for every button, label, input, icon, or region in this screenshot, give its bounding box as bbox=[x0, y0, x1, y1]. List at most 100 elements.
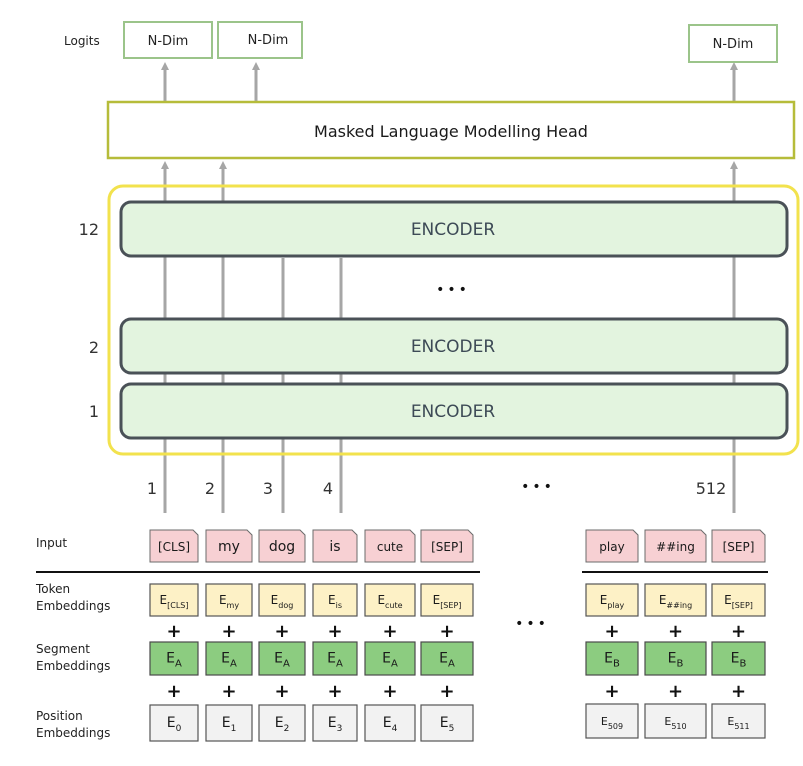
token-embedding-label: Eis bbox=[328, 593, 342, 610]
position-embedding-label: E4 bbox=[383, 715, 398, 734]
segment-embedding-base: E bbox=[166, 651, 175, 667]
segment-embedding-label: EB bbox=[668, 651, 684, 670]
plus-sign: + bbox=[166, 621, 181, 642]
position-embedding: E510 bbox=[644, 703, 707, 739]
input-token-label: [SEP] bbox=[723, 540, 755, 554]
segment-embedding: EA bbox=[258, 641, 306, 676]
token-embedding-subscript: cute bbox=[385, 601, 403, 610]
encoder-number: 1 bbox=[89, 402, 99, 421]
segment-embedding: EA bbox=[420, 641, 474, 676]
position-embedding: E4 bbox=[364, 704, 416, 742]
segment-embedding: EB bbox=[711, 641, 766, 676]
output-box: N-Dim bbox=[217, 21, 303, 59]
encoder-label: ENCODER bbox=[411, 402, 496, 422]
token-embedding-subscript: is bbox=[336, 601, 342, 610]
token-embedding-base: E bbox=[377, 593, 385, 607]
position-embedding: E0 bbox=[149, 704, 199, 742]
output-box: N-Dim bbox=[123, 21, 213, 59]
segment-embedding-subscript: A bbox=[175, 659, 182, 670]
segment-embedding-label: EA bbox=[382, 651, 398, 670]
segment-embedding-subscript: B bbox=[676, 659, 683, 670]
plus-sign: + bbox=[221, 681, 236, 702]
position-number: 3 bbox=[263, 479, 273, 498]
token-embedding-base: E bbox=[659, 593, 667, 607]
segment-embedding: EA bbox=[312, 641, 358, 676]
segment-embedding: EA bbox=[205, 641, 253, 676]
plus-sign: + bbox=[274, 621, 289, 642]
token-embedding-base: E bbox=[600, 593, 608, 607]
position-embedding-subscript: 511 bbox=[734, 722, 749, 731]
encoder-number: 2 bbox=[89, 338, 99, 357]
segment-embedding-base: E bbox=[221, 651, 230, 667]
position-number: 4 bbox=[323, 479, 333, 498]
row-label-position-line2: Embeddings bbox=[36, 726, 110, 740]
input-token: ##ing bbox=[644, 529, 707, 563]
token-embedding-base: E bbox=[271, 593, 279, 607]
segment-embedding-label: EB bbox=[731, 651, 747, 670]
segment-embedding: EB bbox=[585, 641, 639, 676]
logits-label: Logits bbox=[64, 34, 100, 48]
segment-embedding-subscript: A bbox=[391, 659, 398, 670]
position-embedding-base: E bbox=[275, 715, 284, 731]
segment-embedding: EA bbox=[149, 641, 199, 676]
input-token: [SEP] bbox=[711, 529, 766, 563]
token-embedding: Edog bbox=[258, 583, 306, 617]
position-embedding: E5 bbox=[420, 704, 474, 742]
position-embedding: E1 bbox=[205, 704, 253, 742]
position-embedding-base: E bbox=[664, 715, 671, 728]
output-label: N-Dim bbox=[713, 37, 754, 52]
position-embedding-label: E3 bbox=[328, 715, 343, 734]
position-embedding-base: E bbox=[601, 715, 608, 728]
encoder-ellipsis: ••• bbox=[436, 282, 470, 298]
embedding-ellipsis: ••• bbox=[515, 616, 549, 632]
encoder-label: ENCODER bbox=[411, 220, 496, 240]
position-embedding-label: E0 bbox=[167, 715, 182, 734]
position-embedding-base: E bbox=[167, 715, 176, 731]
segment-embedding-base: E bbox=[382, 651, 391, 667]
token-embedding-label: Edog bbox=[271, 593, 294, 610]
row-label-position-line1: Position bbox=[36, 709, 83, 723]
position-embedding-subscript: 1 bbox=[231, 724, 237, 734]
mlm-head-box: Masked Language Modelling Head bbox=[106, 100, 796, 160]
position-embedding-subscript: 510 bbox=[671, 722, 686, 731]
segment-embedding-base: E bbox=[668, 651, 677, 667]
row-label-token-line2: Embeddings bbox=[36, 599, 110, 613]
token-embedding-subscript: [SEP] bbox=[440, 601, 461, 610]
position-embedding-subscript: 0 bbox=[176, 724, 182, 734]
token-embedding-base: E bbox=[433, 593, 441, 607]
segment-embedding-subscript: A bbox=[336, 659, 343, 670]
token-embedding-base: E bbox=[328, 593, 336, 607]
position-embedding-base: E bbox=[383, 715, 392, 731]
encoder-layer-1: ENCODER bbox=[119, 382, 789, 440]
input-token: dog bbox=[258, 529, 306, 563]
position-embedding: E2 bbox=[258, 704, 306, 742]
plus-sign: + bbox=[221, 621, 236, 642]
input-token-label: dog bbox=[269, 539, 295, 555]
token-embedding-subscript: dog bbox=[278, 601, 293, 610]
token-embedding-base: E bbox=[724, 593, 732, 607]
row-label-segment-line1: Segment bbox=[36, 642, 90, 656]
position-embedding: E511 bbox=[711, 703, 766, 739]
segment-embedding-subscript: B bbox=[613, 659, 620, 670]
output-box: N-Dim bbox=[688, 24, 778, 63]
position-ellipsis: ••• bbox=[521, 479, 555, 495]
row-label-input: Input bbox=[36, 536, 67, 550]
input-token-label: [CLS] bbox=[158, 540, 190, 554]
position-embedding-subscript: 4 bbox=[392, 724, 398, 734]
segment-embedding-label: EA bbox=[274, 651, 290, 670]
plus-sign: + bbox=[327, 681, 342, 702]
position-embedding: E509 bbox=[585, 703, 639, 739]
plus-sign: + bbox=[439, 621, 454, 642]
position-embedding-base: E bbox=[328, 715, 337, 731]
segment-embedding: EA bbox=[364, 641, 416, 676]
plus-sign: + bbox=[382, 621, 397, 642]
segment-embedding-base: E bbox=[731, 651, 740, 667]
row-label-token-line1: Token bbox=[35, 582, 70, 596]
position-embedding-label: E509 bbox=[601, 715, 623, 731]
position-number: 2 bbox=[205, 479, 215, 498]
token-embedding: Eplay bbox=[585, 583, 639, 617]
token-embedding-base: E bbox=[160, 593, 168, 607]
